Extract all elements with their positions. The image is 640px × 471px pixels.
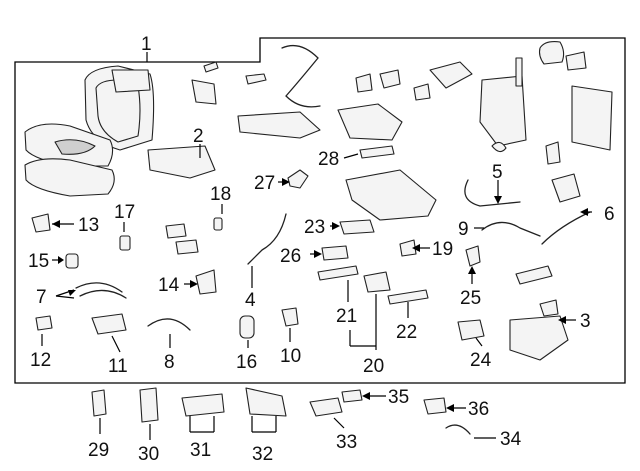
callout-35: 35 xyxy=(388,387,409,408)
cover-36 xyxy=(423,397,447,415)
cable-5 xyxy=(464,179,521,207)
callout-20: 20 xyxy=(363,356,384,377)
panel-30 xyxy=(139,387,159,423)
rod-28 xyxy=(359,145,395,159)
callout-2: 2 xyxy=(193,126,204,147)
guide-part xyxy=(565,51,587,71)
callout-31: 31 xyxy=(190,440,211,461)
clip-part xyxy=(203,61,219,73)
knob-16 xyxy=(239,315,255,339)
link-part xyxy=(245,73,267,85)
lever-part xyxy=(545,141,561,165)
bracket-32 xyxy=(245,387,287,417)
callout-33: 33 xyxy=(336,432,357,453)
seat-cushion xyxy=(24,123,115,197)
cover-small-a xyxy=(379,69,401,89)
bracket-part xyxy=(191,79,217,105)
callout-11: 11 xyxy=(108,356,128,377)
bracket-11 xyxy=(91,313,127,335)
callout-29: 29 xyxy=(88,440,109,461)
cover-13 xyxy=(31,213,51,233)
callout-5: 5 xyxy=(492,162,503,183)
bracket-31 xyxy=(181,393,225,417)
callout-12: 12 xyxy=(30,350,51,371)
cover-small-b xyxy=(355,73,373,93)
pad-b xyxy=(175,239,199,255)
cover-35 xyxy=(341,389,363,403)
cable-7 xyxy=(75,282,127,299)
cover-33 xyxy=(309,397,343,417)
pad-part xyxy=(551,173,581,203)
cover-25 xyxy=(465,245,481,267)
callout-34: 34 xyxy=(500,429,522,450)
leader-lines xyxy=(41,153,592,440)
recliner-frame xyxy=(337,103,403,141)
cable-9 xyxy=(481,221,541,237)
callout-1: 1 xyxy=(141,34,152,55)
assembly-frame xyxy=(14,37,626,384)
wire-8 xyxy=(147,318,191,331)
cap-part xyxy=(491,141,507,153)
seat-back-cushion xyxy=(84,65,155,151)
callout-30: 30 xyxy=(138,444,159,465)
callout-25: 25 xyxy=(460,288,481,309)
callout-22: 22 xyxy=(396,322,417,343)
callout-16: 16 xyxy=(236,352,257,373)
lower-seat-frame xyxy=(509,315,569,361)
track-base xyxy=(345,169,437,221)
wire-34 xyxy=(445,424,471,435)
lower-frame-panel xyxy=(237,111,321,139)
track-21 xyxy=(317,265,359,281)
wire-4 xyxy=(247,213,287,265)
callout-6: 6 xyxy=(604,204,615,225)
cover-24 xyxy=(457,319,485,341)
callout-3: 3 xyxy=(580,311,591,332)
clip-18 xyxy=(213,217,223,231)
plug-15 xyxy=(65,253,79,269)
callout-19: 19 xyxy=(432,239,453,260)
callout-24: 24 xyxy=(470,350,492,371)
clip-12 xyxy=(35,315,53,331)
callout-7: 7 xyxy=(36,287,47,308)
callout-23: 23 xyxy=(304,217,325,238)
cover-26 xyxy=(321,245,349,261)
callout-14: 14 xyxy=(158,275,180,296)
callout-28: 28 xyxy=(318,149,339,170)
spacer-part xyxy=(413,83,431,101)
callout-32: 32 xyxy=(252,444,273,465)
rail-22 xyxy=(387,289,429,305)
headrest xyxy=(538,41,565,65)
callout-15: 15 xyxy=(28,251,49,272)
cover-29 xyxy=(91,389,107,417)
seat-frame-tray xyxy=(147,145,216,179)
callout-9: 9 xyxy=(458,219,469,240)
clip-10 xyxy=(281,307,299,327)
callout-4: 4 xyxy=(245,290,256,311)
cable-6 xyxy=(541,211,591,245)
callout-27: 27 xyxy=(254,173,275,194)
bracket-23 xyxy=(339,219,375,235)
callout-13: 13 xyxy=(78,215,99,236)
wire-harness-top xyxy=(281,44,321,108)
side-rail xyxy=(515,265,553,285)
bracket-3 xyxy=(539,299,559,317)
bolt-part xyxy=(515,57,523,87)
callout-17: 17 xyxy=(114,202,135,223)
track-20 xyxy=(363,271,391,293)
callout-26: 26 xyxy=(280,246,301,267)
back-board xyxy=(571,85,613,151)
callout-21: 21 xyxy=(336,306,357,327)
callout-36: 36 xyxy=(468,399,489,420)
pad-a xyxy=(165,223,187,239)
clip-17 xyxy=(119,235,131,251)
callout-10: 10 xyxy=(280,346,301,367)
headrest-frame xyxy=(479,75,527,147)
side-cover xyxy=(429,61,473,89)
bracket-14 xyxy=(195,269,217,295)
clip-19 xyxy=(399,239,417,257)
callout-8: 8 xyxy=(164,352,175,373)
cover-27 xyxy=(287,169,309,189)
callout-18: 18 xyxy=(210,184,231,205)
